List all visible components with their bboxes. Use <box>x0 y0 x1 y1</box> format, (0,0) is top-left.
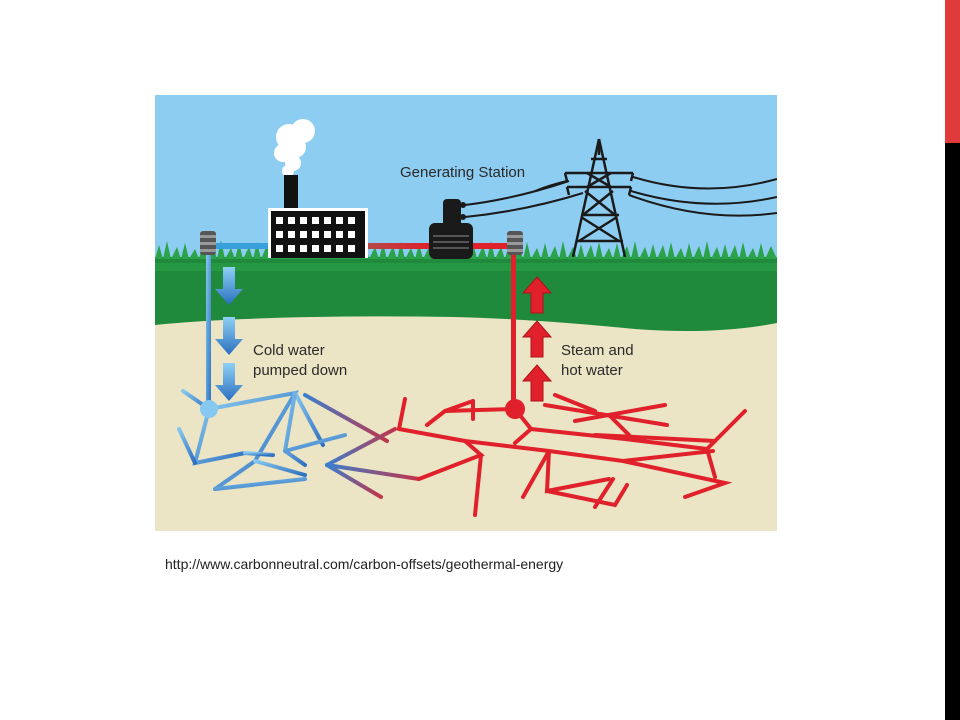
generator-icon <box>429 199 473 259</box>
smoke-cloud-icon <box>274 119 315 177</box>
label-cold-water-line1: Cold water <box>253 342 325 359</box>
power-pylon-icon <box>563 138 635 258</box>
power-lines <box>534 176 777 217</box>
label-cold-water-line2: pumped down <box>253 362 347 379</box>
hot-production-pipe <box>511 255 516 405</box>
surface-pipe-hot <box>471 243 513 249</box>
surface-pipe-warm <box>365 243 429 249</box>
wellhead-icon <box>507 231 523 255</box>
label-steam-line2: hot water <box>561 362 623 379</box>
arrow-up-icon <box>521 276 553 402</box>
accent-bar-black <box>945 143 960 720</box>
geothermal-diagram: Generating Station Cold water pumped dow… <box>155 95 777 531</box>
accent-bar-red <box>945 0 960 143</box>
soil <box>155 300 777 531</box>
wellhead-icon <box>200 231 216 255</box>
surface-pipe-cold <box>215 243 269 249</box>
arrow-down-icon <box>215 267 243 401</box>
generator-wires <box>464 180 584 218</box>
cold-well-bottom <box>200 400 218 418</box>
transition-fractures <box>303 393 421 499</box>
grass-highlight <box>155 263 777 271</box>
source-link[interactable]: http://www.carbonneutral.com/carbon-offs… <box>165 556 564 572</box>
label-generating-station: Generating Station <box>400 164 525 181</box>
hot-well-bottom <box>505 399 525 419</box>
hot-fracture-network <box>397 393 747 517</box>
cold-injection-pipe <box>206 255 211 407</box>
label-steam-line1: Steam and <box>561 342 634 359</box>
grass-band <box>155 257 777 331</box>
factory-icon <box>268 175 368 258</box>
